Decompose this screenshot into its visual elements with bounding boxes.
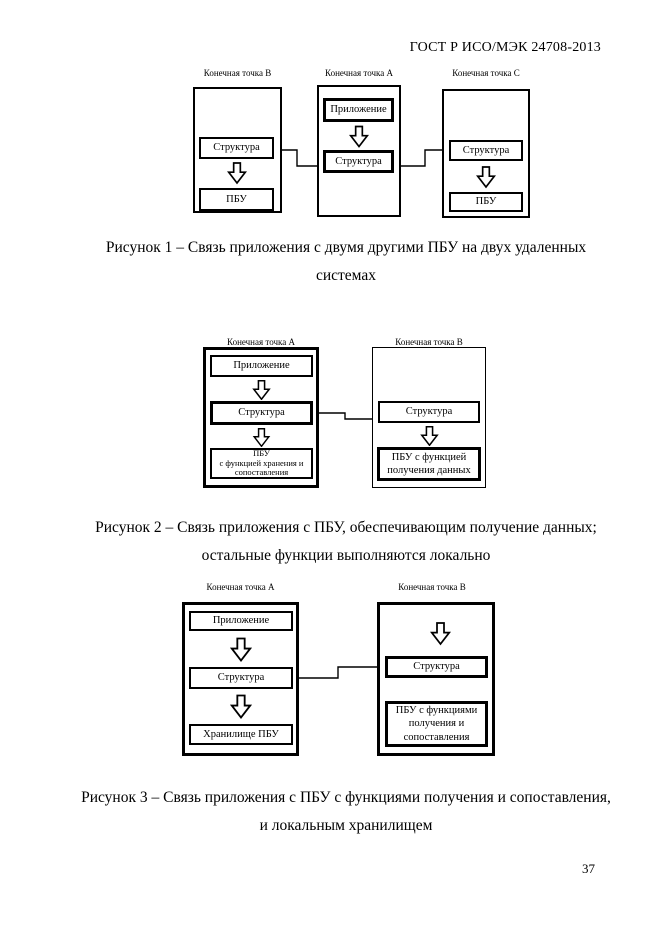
down-arrow-icon — [348, 125, 370, 148]
down-arrow-icon — [429, 620, 452, 647]
fig3-structure-a-box: Структура — [189, 667, 293, 689]
fig1-pbu-c-box: ПБУ — [449, 192, 523, 212]
fig2-structure-a-box: Структура — [210, 401, 313, 425]
figure3-caption-line1: Рисунок 3 – Связь приложения с ПБУ с фун… — [81, 789, 611, 806]
down-arrow-icon — [229, 694, 253, 720]
figure2-caption: Рисунок 2 – Связь приложения с ПБУ, обес… — [30, 514, 662, 569]
fig2-pbu-b-line2: получения данных — [387, 465, 471, 476]
fig2-pbu-b-box: ПБУ с функцией получения данных — [377, 447, 481, 481]
fig1-endpoint-a-label: Конечная точка A — [325, 68, 393, 78]
figure1-caption-line1: Рисунок 1 – Связь приложения с двумя дру… — [105, 239, 587, 256]
fig3-endpoint-b-label: Конечная точка B — [398, 582, 466, 592]
fig2-endpoint-b-label: Конечная точка B — [395, 337, 463, 347]
page-number: 37 — [582, 861, 595, 876]
fig1-endpoint-c-label: Конечная точка C — [452, 68, 520, 78]
fig2-pbu-a-line2: с функцией хранения и — [219, 457, 304, 468]
fig2-application-a-box: Приложение — [210, 355, 313, 377]
fig1-pbu-b-box: ПБУ — [199, 188, 274, 211]
fig1-structure-a-box: Структура — [323, 150, 394, 173]
fig2-endpoint-a-label: Конечная точка A — [227, 337, 295, 347]
fig2-structure-b-box: Структура — [378, 401, 480, 423]
down-arrow-icon — [229, 637, 253, 663]
fig3-structure-b-box: Структура — [385, 656, 488, 678]
figure1-caption: Рисунок 1 – Связь приложения с двумя дру… — [30, 234, 662, 289]
fig3-pbu-b-line2: получения и — [408, 718, 465, 730]
fig3-storage-a-box: Хранилище ПБУ — [189, 724, 293, 745]
fig3-pbu-b-line3: сопоставления — [403, 731, 470, 743]
down-arrow-icon — [475, 165, 497, 189]
figure2-caption-line2: остальные функции выполняются локально — [201, 546, 491, 564]
fig2-pbu-a-box: ПБУ с функцией хранения и сопоставления — [210, 448, 313, 479]
fig1-structure-c-box: Структура — [449, 140, 523, 161]
fig2-pbu-a-line1: ПБУ — [253, 448, 270, 459]
down-arrow-icon — [251, 380, 272, 401]
fig2-pbu-b-line1: ПБУ с функцией — [391, 451, 467, 463]
fig3-endpoint-a-label: Конечная точка A — [206, 582, 275, 592]
fig1-endpoint-b-label: Конечная точка B — [203, 68, 272, 78]
document-header-title: ГОСТ Р ИСО/МЭК 24708-2013 — [409, 40, 601, 55]
fig1-structure-b-box: Структура — [199, 137, 274, 159]
fig3-application-a-box: Приложение — [189, 611, 293, 631]
fig3-pbu-b-box: ПБУ с функциями получения и сопоставлени… — [385, 701, 488, 747]
figure3-caption: Рисунок 3 – Связь приложения с ПБУ с фун… — [30, 784, 662, 839]
fig3-pbu-b-line1: ПБУ с функциями — [395, 704, 478, 716]
fig1-application-a-box: Приложение — [323, 98, 394, 122]
fig2-pbu-a-line3: сопоставления — [234, 467, 289, 478]
figure3-caption-line2: и локальным хранилищем — [259, 816, 433, 834]
figure2-caption-line1: Рисунок 2 – Связь приложения с ПБУ, обес… — [95, 519, 597, 536]
down-arrow-icon — [226, 161, 248, 185]
figure1-caption-line2: системах — [315, 266, 377, 284]
down-arrow-icon — [419, 426, 440, 447]
down-arrow-icon — [251, 428, 272, 448]
